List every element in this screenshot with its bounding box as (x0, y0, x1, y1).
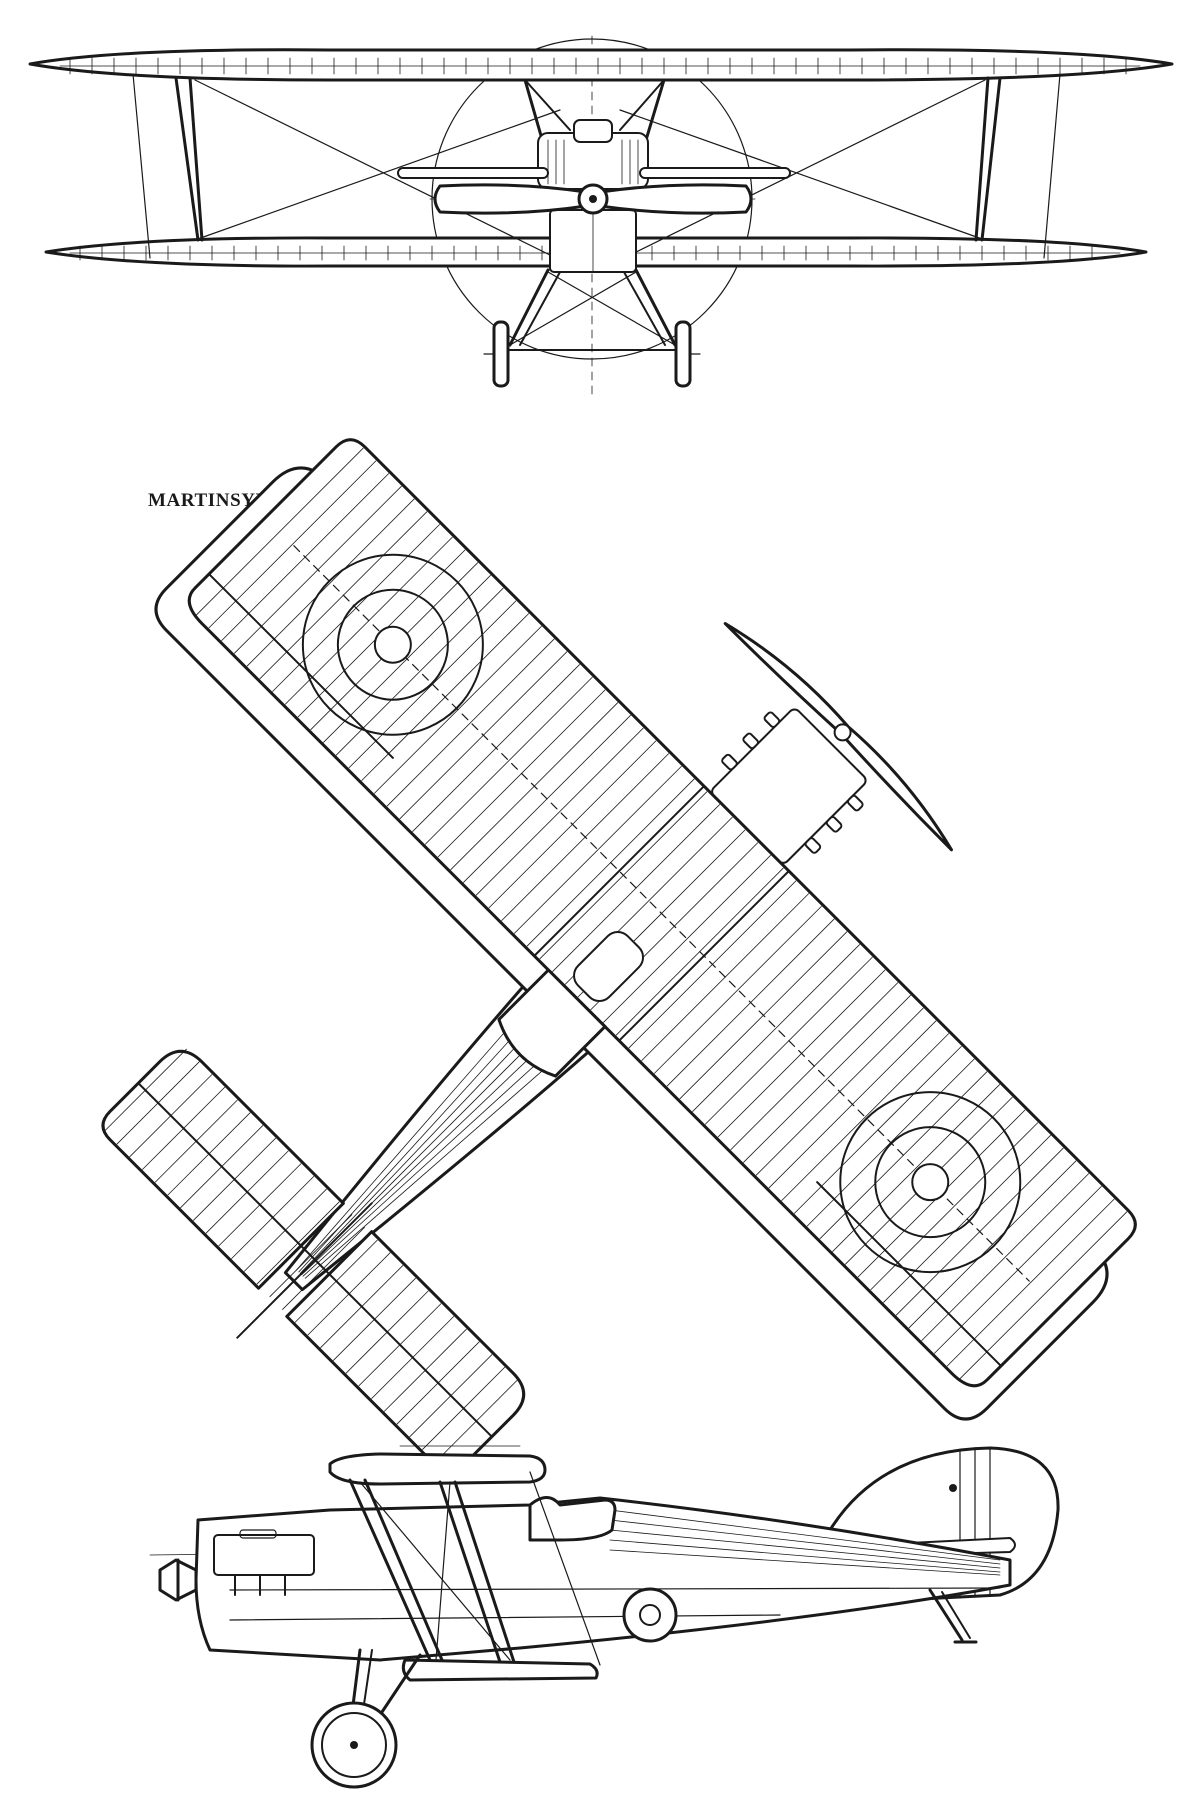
propeller-blade-right (598, 183, 753, 215)
wing-rib (781, 1033, 950, 1201)
wheel-right (674, 320, 692, 388)
roundel-right-outer (839, 1091, 1022, 1274)
wing-rib (870, 1122, 1039, 1291)
wing-rib (424, 676, 593, 845)
side-upper-wing (328, 1452, 547, 1486)
side-cockpit (528, 1496, 617, 1542)
upper-wing-ribs (69, 57, 1127, 75)
wing-rib (335, 587, 504, 756)
plan-cockpit (497, 968, 607, 1078)
wing-rib (603, 855, 771, 1023)
upper-wing (28, 48, 1174, 82)
wing-rib (692, 944, 860, 1112)
wheel-left (492, 320, 510, 388)
side-lower-wing (401, 1658, 599, 1682)
wing-rib (514, 765, 682, 934)
wing-rib (386, 638, 555, 807)
plan-propeller (723, 622, 953, 852)
wing-rib (946, 1198, 1115, 1367)
plan-view (101, 438, 1137, 1474)
wing-rib (959, 1211, 1128, 1380)
wing-rib (208, 460, 377, 629)
wing-rib (654, 905, 822, 1074)
wing-rib (743, 995, 911, 1163)
roundel-left-outer (301, 553, 484, 736)
wing-rib (832, 1084, 1000, 1252)
wing-rib (475, 727, 644, 896)
wing-rib (195, 447, 364, 616)
wing-rib (246, 498, 415, 667)
propeller-blade-left (433, 183, 588, 215)
side-view (149, 1445, 1060, 1789)
side-fuselage (194, 1496, 1012, 1662)
wing-rib (921, 1173, 1090, 1341)
front-view (28, 35, 1174, 396)
